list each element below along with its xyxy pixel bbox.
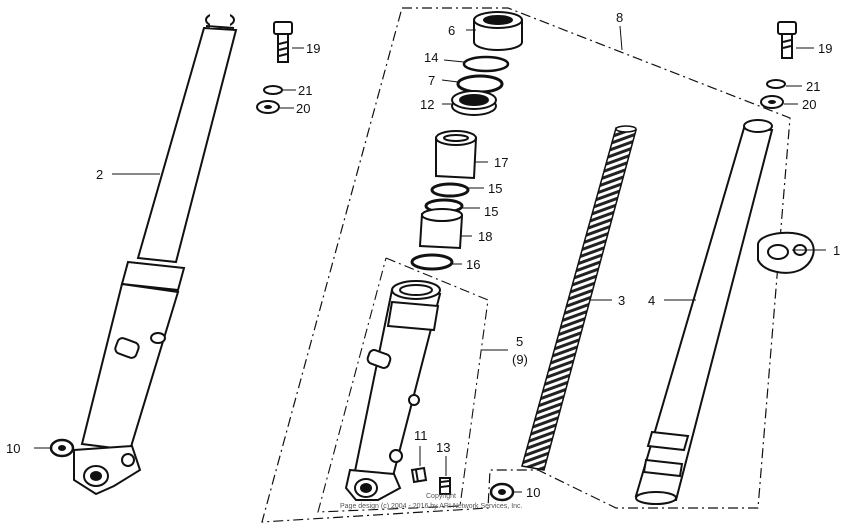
fork-tube-4 xyxy=(634,119,774,505)
washer-21-left xyxy=(263,85,283,95)
watermark-line-1: Copyright xyxy=(426,493,456,500)
fork-slider-5 xyxy=(344,280,442,501)
callout-11: 11 xyxy=(414,428,428,443)
bolt-13 xyxy=(439,477,451,495)
callout-21-left: 21 xyxy=(298,83,312,98)
callout-21-right: 21 xyxy=(806,79,820,94)
callout-2: 2 xyxy=(96,167,103,182)
assembly-outline-5 xyxy=(317,257,489,513)
callout-12: 12 xyxy=(420,97,434,112)
callout-18: 18 xyxy=(478,229,492,244)
fork-spring-3 xyxy=(521,125,637,471)
callout-20-left: 20 xyxy=(296,101,310,116)
fork-clamp-1 xyxy=(757,231,815,274)
bolt-11 xyxy=(410,466,428,484)
ring-14 xyxy=(462,55,510,73)
callout-6: 6 xyxy=(448,23,455,38)
callout-20-right: 20 xyxy=(802,97,816,112)
bolt-19-right xyxy=(777,21,797,59)
fork-leg-left xyxy=(73,12,238,496)
callout-19-left: 19 xyxy=(306,41,320,56)
guide-bushing-18 xyxy=(418,208,464,250)
callout-16: 16 xyxy=(466,257,480,272)
callout-10-left: 10 xyxy=(6,441,20,456)
oil-seal-12 xyxy=(451,90,497,116)
callout-5: 5 xyxy=(516,334,523,349)
watermark-line-2: Page design (c) 2004 - 2016 by ARI Netwo… xyxy=(340,503,523,510)
callouts: 1 2 3 4 5 (9) 6 7 8 10 10 11 12 13 14 15… xyxy=(6,10,840,500)
callout-17: 17 xyxy=(494,155,508,170)
oil-seal-6 xyxy=(473,11,523,51)
callout-7: 7 xyxy=(428,73,435,88)
callout-1: 1 xyxy=(833,243,840,258)
callout-10-right: 10 xyxy=(526,485,540,500)
callout-3: 3 xyxy=(618,293,625,308)
washer-16 xyxy=(410,253,454,271)
callout-9: (9) xyxy=(512,352,528,367)
callout-4: 4 xyxy=(648,293,655,308)
drain-bolt-19-left xyxy=(273,21,293,63)
ring-7 xyxy=(456,74,504,94)
callout-8: 8 xyxy=(616,10,623,25)
callout-15-upper: 15 xyxy=(488,181,502,196)
callout-13: 13 xyxy=(436,440,450,455)
callout-15-lower: 15 xyxy=(484,204,498,219)
slider-bushing-17 xyxy=(435,130,478,180)
washer-21-right xyxy=(766,79,786,89)
ring-15-upper xyxy=(430,182,470,198)
assembly-outline-8 xyxy=(261,7,791,523)
callout-14: 14 xyxy=(424,50,438,65)
callout-19-right: 19 xyxy=(818,41,832,56)
